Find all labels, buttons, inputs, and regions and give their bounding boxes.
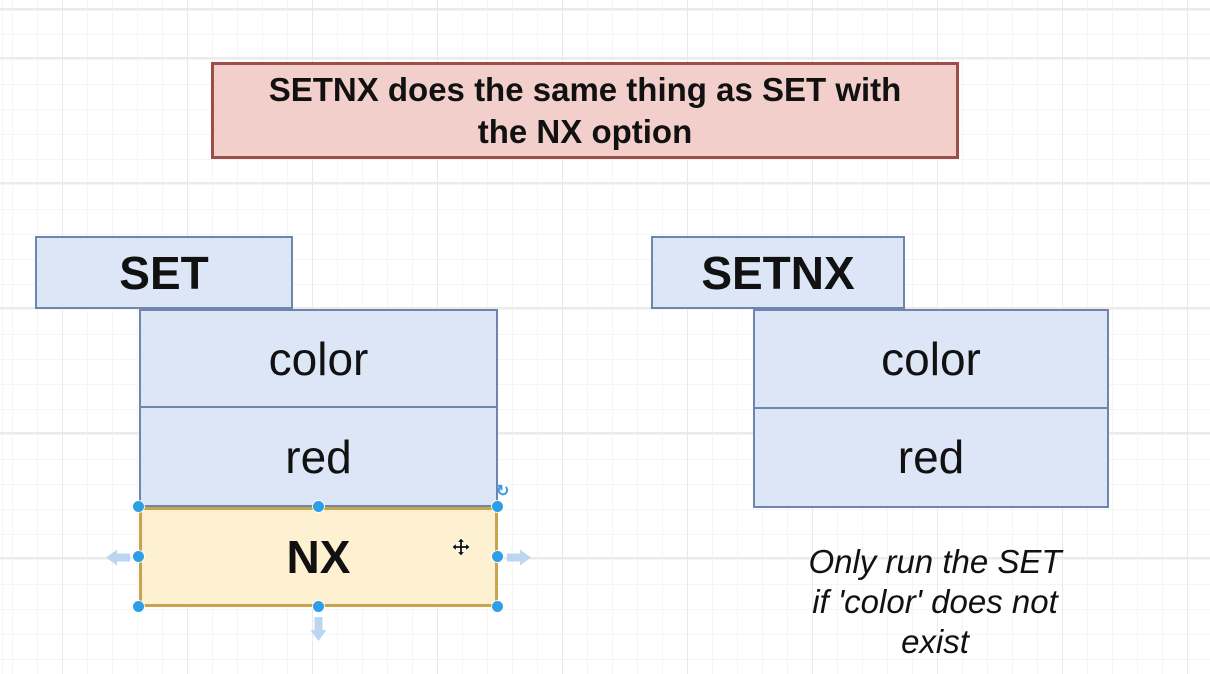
selection-handle-mid-left[interactable]	[133, 551, 144, 562]
move-cursor-icon	[452, 538, 470, 556]
selection-handle-top-center[interactable]	[313, 501, 324, 512]
setnx-key-label: color	[881, 332, 981, 385]
nx-option-shape[interactable]: NX	[139, 507, 498, 607]
setnx-key-cell[interactable]: color	[755, 311, 1107, 409]
set-value-label: red	[285, 430, 352, 483]
set-key-label: color	[268, 332, 369, 385]
nx-option-label: NX	[286, 531, 351, 583]
title-banner-line1: SETNX does the same thing as SET with	[268, 70, 902, 108]
setnx-command-shape[interactable]: SETNX	[651, 236, 905, 309]
setnx-value-cell[interactable]: red	[755, 409, 1107, 507]
setnx-command-label: SETNX	[701, 246, 855, 299]
set-command-shape[interactable]: SET	[35, 236, 293, 309]
resize-arrow-right-icon[interactable]	[505, 549, 531, 566]
selection-handle-bottom-center[interactable]	[313, 601, 324, 612]
set-command-label: SET	[119, 246, 209, 299]
selection-handle-bottom-left[interactable]	[133, 601, 144, 612]
resize-arrow-down-icon[interactable]	[310, 615, 327, 641]
note-text-shape[interactable]: Only run the SET if 'color' does not exi…	[770, 542, 1100, 662]
resize-arrow-left-icon[interactable]	[106, 549, 132, 566]
rotate-handle-icon[interactable]: ↻	[496, 483, 510, 500]
setnx-key-value-shape[interactable]: color red	[753, 309, 1109, 508]
title-banner-shape[interactable]: SETNX does the same thing as SET with th…	[211, 62, 959, 159]
setnx-value-label: red	[897, 431, 965, 484]
set-value-cell[interactable]: red	[141, 408, 496, 505]
selection-handle-mid-right[interactable]	[492, 551, 503, 562]
set-key-cell[interactable]: color	[141, 311, 496, 408]
set-key-value-shape[interactable]: color red	[139, 309, 498, 507]
title-banner-line2: the NX option	[477, 112, 693, 150]
note-line3: exist	[901, 623, 969, 660]
selection-handle-bottom-right[interactable]	[492, 601, 503, 612]
selection-handle-top-right[interactable]	[492, 501, 503, 512]
selection-handle-top-left[interactable]	[133, 501, 144, 512]
note-line2: if 'color' does not	[812, 583, 1058, 620]
note-line1: Only run the SET	[808, 543, 1062, 580]
